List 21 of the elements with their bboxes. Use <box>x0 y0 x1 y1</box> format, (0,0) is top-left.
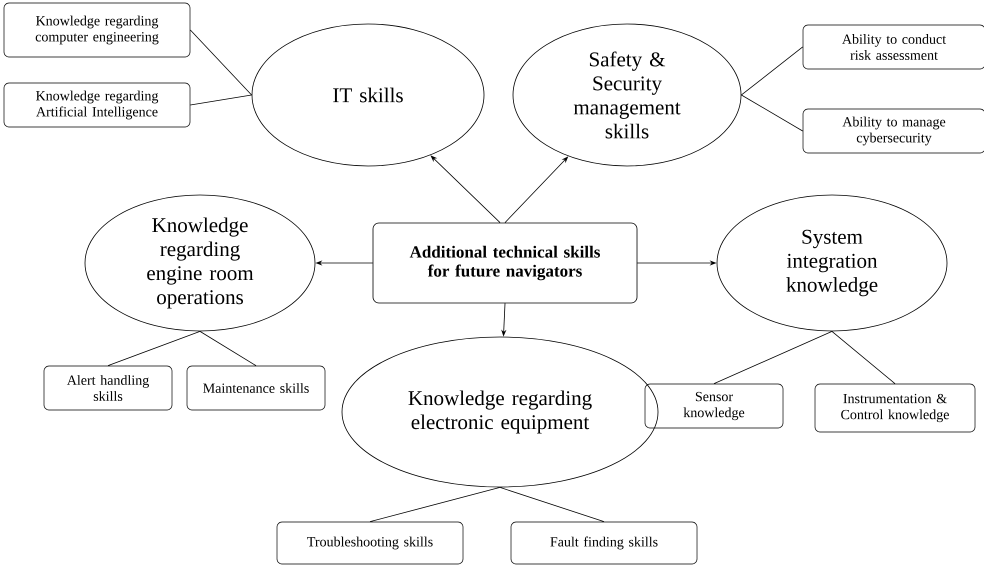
connector-line <box>714 331 832 384</box>
connector-line <box>200 331 256 366</box>
connector-line <box>741 94 804 132</box>
skill-box: Ability to conduct risk assessment <box>802 24 984 70</box>
skill-box: Maintenance skills <box>186 366 326 410</box>
connector-line <box>832 331 896 384</box>
skill-box: Knowledge regarding Artificial Intelligence <box>4 82 190 128</box>
skill-box: Fault finding skills <box>510 522 698 564</box>
connector-line <box>370 487 500 522</box>
connector-line <box>500 487 604 522</box>
central-box: Additional technical skills for future navigators <box>372 222 638 304</box>
skill-box: Troubleshooting skills <box>276 522 464 564</box>
skill-box: Knowledge regarding computer engineering <box>4 2 190 58</box>
skill-box: Instrumentation & Control knowledge <box>814 384 976 432</box>
connector-line <box>190 94 252 106</box>
connector-line <box>190 30 252 96</box>
skill-box: Alert handling skills <box>44 366 172 410</box>
connector-line <box>108 331 200 366</box>
skill-box: Sensor knowledge <box>644 384 784 428</box>
skill-box: Ability to manage cybersecurity <box>802 108 984 154</box>
connector-line <box>741 46 804 96</box>
